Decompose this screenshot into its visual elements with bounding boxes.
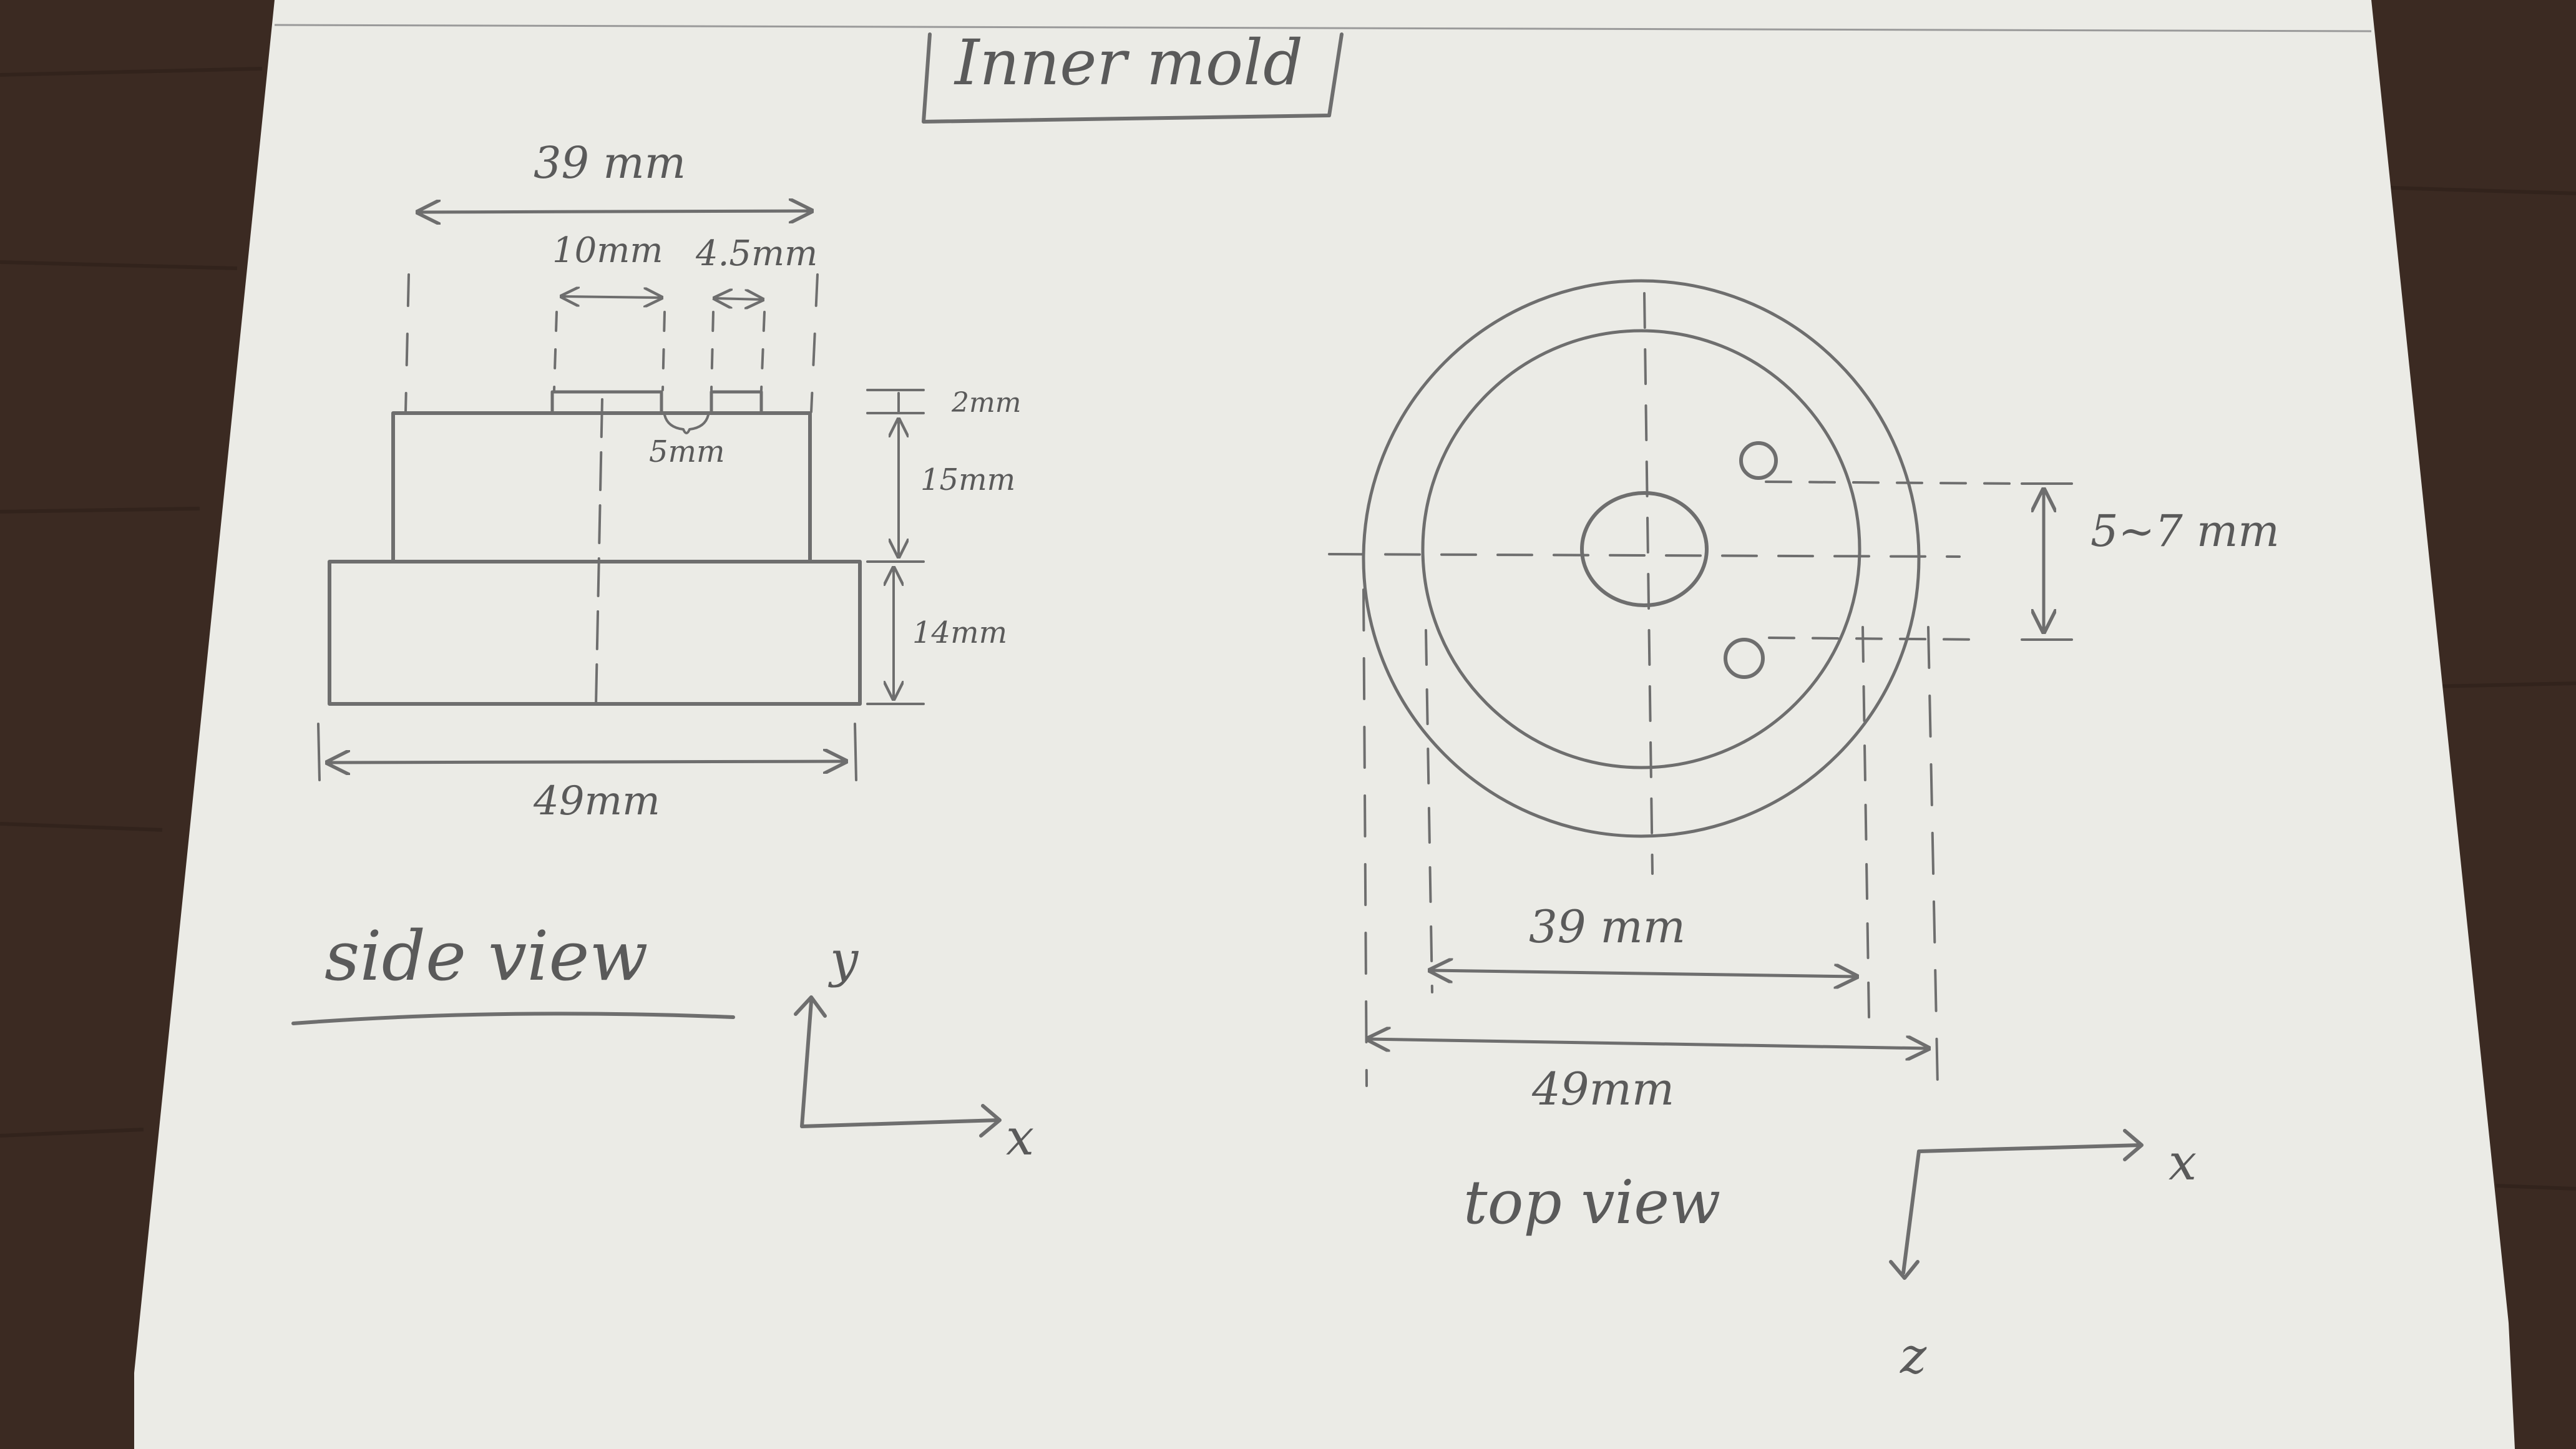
paper-sheet <box>134 0 2515 1449</box>
top-axis-arrows <box>1901 1143 2142 1275</box>
dim-inner-diameter: 39 mm <box>1529 900 1686 953</box>
small-hole-bottom <box>1724 638 1765 679</box>
side-axis-arrows <box>800 1000 1000 1128</box>
outer-circle <box>1362 279 1921 838</box>
side-axis-y: y <box>828 930 859 988</box>
dim-upper-height: 15mm <box>920 462 1015 497</box>
dim-gap: 5mm <box>649 434 725 469</box>
top-axis-x: x <box>2169 1133 2197 1191</box>
dim-outer-diameter: 49mm <box>1531 1063 1674 1115</box>
dim-tab-height: 2mm <box>951 387 1021 419</box>
top-axis-z: z <box>1900 1327 1927 1385</box>
title-box: Inner mold <box>922 26 1344 124</box>
paper-top-rule <box>274 24 2372 32</box>
small-hole-top <box>1739 441 1778 480</box>
wood-grain <box>0 67 2576 1191</box>
center-hole <box>1580 491 1709 607</box>
inner-circle <box>1421 329 1861 769</box>
lower-block <box>328 560 862 706</box>
dim-offset: 5~7 mm <box>2091 505 2280 557</box>
dim-bottom-width: 49mm <box>533 778 660 824</box>
top-view-label: top view <box>1463 1168 1720 1237</box>
side-view-label: side view <box>324 916 648 996</box>
top-view: 5~7 mm 39 mm 49mm top view x z <box>1328 279 2280 1385</box>
page-title: Inner mold <box>954 26 1303 99</box>
dim-small-tab: 4.5mm <box>695 233 817 274</box>
dim-total-top: 39 mm <box>534 137 686 188</box>
dim-lower-height: 14mm <box>912 615 1007 650</box>
side-view: 39 mm 10mm 4.5mm 5mm 2mm 15mm 14mm 49mm … <box>291 137 1034 1166</box>
dim-tab-width: 10mm <box>552 230 663 271</box>
side-axis-x: x <box>1006 1108 1034 1166</box>
